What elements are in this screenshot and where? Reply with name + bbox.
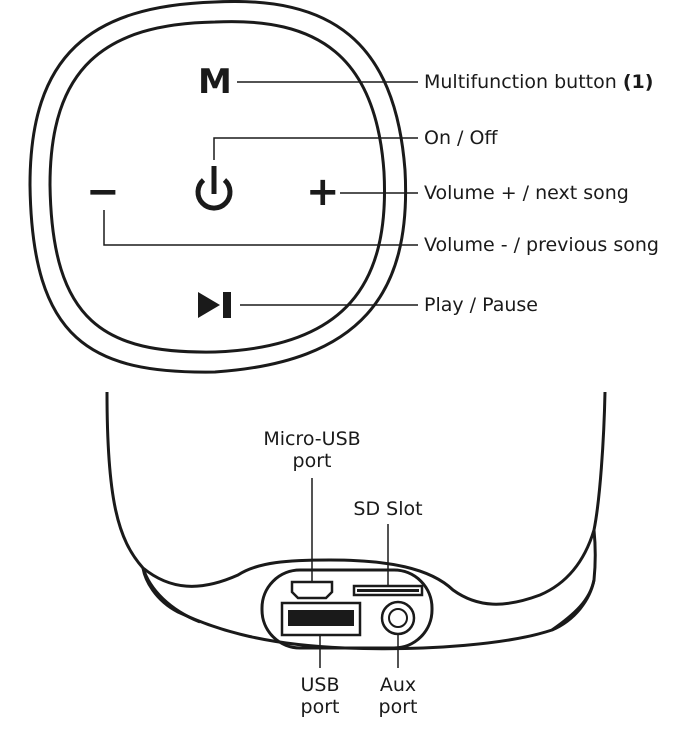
volume-down-button[interactable]: −: [86, 169, 120, 215]
control-panel-outline-inner: [48, 20, 387, 354]
label-usb-line2: port: [300, 696, 340, 718]
leader-volume-down: [103, 210, 418, 246]
label-aux-line1: Aux: [379, 674, 417, 696]
label-sd-slot: SD Slot: [353, 498, 423, 520]
label-aux: Aux port: [358, 674, 438, 718]
label-on-off: On / Off: [424, 127, 498, 149]
label-volume-down: Volume - / previous song: [424, 234, 659, 256]
label-multifunction-text: Multifunction button: [424, 71, 617, 93]
label-multifunction: Multifunction button (1): [424, 71, 653, 93]
label-aux-line2: port: [378, 696, 418, 718]
label-micro-usb-line2: port: [292, 450, 332, 472]
label-play-pause: Play / Pause: [424, 294, 538, 316]
play-pause-icon: [198, 292, 231, 318]
label-multifunction-ref: (1): [622, 71, 654, 93]
control-panel-outline-outer: [28, 0, 408, 374]
label-micro-usb-line1: Micro-USB: [263, 428, 361, 450]
volume-up-button[interactable]: +: [306, 169, 340, 215]
label-usb-line1: USB: [300, 674, 340, 696]
label-usb: USB port: [280, 674, 360, 718]
aux-port: [380, 600, 416, 636]
port-panel: [260, 568, 434, 650]
multifunction-button[interactable]: M: [198, 62, 232, 102]
leader-on-off: [213, 137, 418, 160]
power-icon: [195, 166, 233, 211]
label-micro-usb: Micro-USB port: [252, 428, 372, 472]
label-volume-up: Volume + / next song: [424, 182, 629, 204]
micro-usb-port: [290, 580, 334, 600]
